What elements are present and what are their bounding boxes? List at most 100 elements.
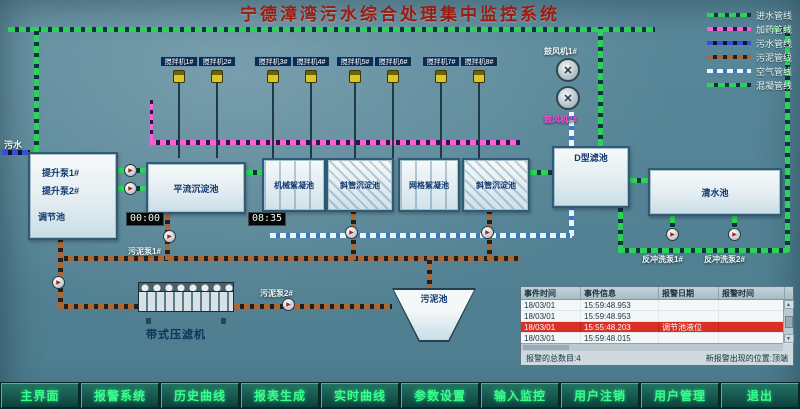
tank-inclined-sed-1: 斜管沉淀池 bbox=[326, 158, 394, 212]
timer-display-2: 08:35 bbox=[248, 212, 286, 226]
sed1-drain-pump-icon[interactable] bbox=[345, 226, 358, 239]
legend-item: 混凝管线 bbox=[706, 80, 792, 91]
alarm-total-text: 报警的总数目:4 bbox=[526, 353, 581, 363]
press-body bbox=[138, 292, 234, 312]
alarm-vscrollbar[interactable] bbox=[783, 300, 794, 343]
alarm-summary: 报警的总数目:4 新报警出现的位置:顶端 bbox=[521, 351, 793, 365]
menu-button-users[interactable]: 用户管理 bbox=[641, 383, 719, 408]
menu-button-realtime[interactable]: 实时曲线 bbox=[321, 383, 399, 408]
menu-button-report[interactable]: 报表生成 bbox=[241, 383, 319, 408]
legend-line-sludge-icon bbox=[706, 55, 751, 59]
legend-line-sewage-icon bbox=[706, 41, 751, 45]
legend-label: 污泥管线 bbox=[755, 52, 792, 63]
alarm-row-active[interactable]: 18/03/01 15:55:48.203 调节池液位 bbox=[521, 322, 793, 333]
mixer-motor-icon-5[interactable] bbox=[349, 70, 361, 83]
tank-label-d-filter: D型滤池 bbox=[574, 153, 608, 163]
mixer-shaft bbox=[478, 83, 480, 158]
menu-button-io[interactable]: 输入监控 bbox=[481, 383, 559, 408]
mixer-motor-icon-6[interactable] bbox=[387, 70, 399, 83]
tank-d-filter: D型滤池 bbox=[552, 146, 630, 208]
mixer-motor-icon-3[interactable] bbox=[267, 70, 279, 83]
tank-grid-floc: 网格絮凝池 bbox=[398, 158, 460, 212]
pipe-inlet-drop bbox=[34, 27, 39, 152]
mixer-motor-icon-7[interactable] bbox=[435, 70, 447, 83]
alarm-position-text: 新报警出现的位置:顶端 bbox=[705, 353, 788, 363]
alarm-col-header: 事件时间 bbox=[521, 287, 581, 299]
menu-button-main[interactable]: 主界面 bbox=[1, 383, 79, 408]
pipe-dosing-feed bbox=[150, 100, 153, 140]
alarm-cell bbox=[659, 333, 719, 343]
pump-label-lift1: 提升泵1# bbox=[42, 168, 80, 178]
pipe-sed-to-floc bbox=[246, 170, 262, 175]
blower2-label: 鼓风机2# bbox=[544, 115, 577, 124]
legend-line-dosing-icon bbox=[706, 27, 751, 31]
pipe-legend: 进水管线 加药管线 污水管线 污泥管线 空气管线 混凝管线 bbox=[706, 10, 792, 91]
alarm-col-header: 报警日期 bbox=[659, 287, 719, 299]
legend-line-inlet-icon bbox=[706, 13, 751, 17]
pipe-backwash-main bbox=[618, 248, 788, 253]
tank-horizontal-sed: 平流沉淀池 bbox=[146, 162, 246, 214]
mixer-motor-icon-1[interactable] bbox=[173, 70, 185, 83]
alarm-hscrollbar[interactable] bbox=[521, 343, 783, 351]
backwash-pump2-label: 反冲洗泵2# bbox=[704, 255, 745, 264]
alarm-cell bbox=[719, 300, 785, 310]
scroll-down-icon[interactable] bbox=[783, 334, 794, 343]
menu-button-params[interactable]: 参数设置 bbox=[401, 383, 479, 408]
alarm-cell: 18/03/01 bbox=[521, 333, 581, 343]
scroll-thumb[interactable] bbox=[784, 315, 793, 328]
alarm-cell: 18/03/01 bbox=[521, 300, 581, 310]
alarm-row[interactable]: 18/03/01 15:59:48.953 bbox=[521, 311, 793, 322]
sludge-pump1-icon[interactable] bbox=[163, 230, 176, 243]
alarm-cell: 15:59:48.953 bbox=[581, 311, 659, 321]
lift-pump2-icon[interactable] bbox=[124, 182, 137, 195]
menu-button-logout[interactable]: 用户注销 bbox=[561, 383, 639, 408]
mixer-shaft bbox=[310, 83, 312, 158]
alarm-cell bbox=[719, 322, 785, 332]
alarm-cell: 调节池液位 bbox=[659, 322, 719, 332]
mixer-motor-icon-2[interactable] bbox=[211, 70, 223, 83]
backwash-pump1-icon[interactable] bbox=[666, 228, 679, 241]
hscroll-thumb[interactable] bbox=[523, 345, 569, 350]
press-feed-pump-icon[interactable] bbox=[52, 276, 65, 289]
tank-label-mech-floc: 机械絮凝池 bbox=[274, 180, 314, 190]
alarm-table-header: 事件时间 事件信息 报警日期 报警时间 bbox=[521, 287, 793, 300]
tank-label-regulating: 调节池 bbox=[38, 212, 66, 222]
pipe-inlet-top-right bbox=[772, 27, 788, 32]
tank-mech-floc: 机械絮凝池 bbox=[262, 158, 326, 212]
mixer-label-8: 搅拌机8# bbox=[460, 56, 498, 67]
pipe-inlet-main bbox=[8, 27, 655, 32]
alarm-cell: 18/03/01 bbox=[521, 322, 581, 332]
menu-button-alarm[interactable]: 报警系统 bbox=[81, 383, 159, 408]
alarm-panel: 事件时间 事件信息 报警日期 报警时间 18/03/01 15:59:48.95… bbox=[520, 286, 794, 366]
pipe-sludge-tank-drop bbox=[427, 256, 432, 290]
pipe-dosing-main bbox=[150, 140, 520, 145]
scroll-up-icon[interactable] bbox=[783, 300, 794, 309]
mixer-motor-icon-4[interactable] bbox=[305, 70, 317, 83]
legend-label: 加药管线 bbox=[755, 24, 792, 35]
tank-inclined-sed-2: 斜管沉淀池 bbox=[462, 158, 530, 212]
blower1-fan-icon[interactable] bbox=[556, 58, 580, 82]
tank-clear-water: 清水池 bbox=[648, 168, 782, 216]
sed2-drain-pump-icon[interactable] bbox=[481, 226, 494, 239]
alarm-col-header: 报警时间 bbox=[719, 287, 785, 299]
menu-button-exit[interactable]: 退出 bbox=[721, 383, 799, 408]
pipe-sed2-to-filter bbox=[530, 170, 552, 175]
mixer-shaft bbox=[354, 83, 356, 158]
sludge-pump1-label: 污泥泵1# bbox=[128, 247, 161, 256]
pipe-press-feed bbox=[58, 304, 138, 309]
belt-filter-press bbox=[138, 282, 234, 324]
blower2-fan-icon[interactable] bbox=[556, 86, 580, 110]
timer-display-1: 00:00 bbox=[126, 212, 164, 226]
mixer-motor-icon-8[interactable] bbox=[473, 70, 485, 83]
backwash-pump2-icon[interactable] bbox=[728, 228, 741, 241]
lift-pump1-icon[interactable] bbox=[124, 164, 137, 177]
alarm-row[interactable]: 18/03/01 15:59:48.953 bbox=[521, 300, 793, 311]
tank-label-horizontal-sed: 平流沉淀池 bbox=[173, 183, 219, 194]
pipe-sludge-left-drop bbox=[58, 240, 63, 308]
sludge-pump2-icon[interactable] bbox=[282, 298, 295, 311]
menu-button-history[interactable]: 历史曲线 bbox=[161, 383, 239, 408]
alarm-col-header: 事件信息 bbox=[581, 287, 659, 299]
mixer-shaft bbox=[272, 83, 274, 158]
alarm-cell: 18/03/01 bbox=[521, 311, 581, 321]
legend-label: 污水管线 bbox=[755, 38, 792, 49]
